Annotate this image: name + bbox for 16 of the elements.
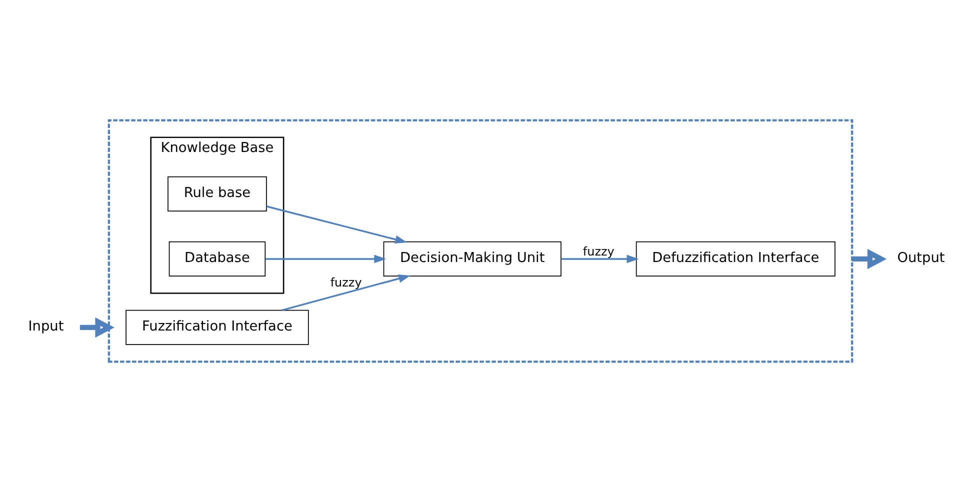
arrow <box>852 248 887 269</box>
arrow <box>266 205 408 244</box>
node-box: Decision-Making Unit <box>383 240 562 276</box>
cluster <box>108 118 854 362</box>
edge-label: fuzzy <box>330 275 362 290</box>
node-box: Fuzzification Interface <box>126 309 309 345</box>
arrow <box>265 254 386 263</box>
node-box: Database <box>168 240 266 276</box>
node-box: Defuzzification Interface <box>636 240 836 276</box>
arrow <box>561 254 639 263</box>
arrow <box>80 316 114 338</box>
node-text: Output <box>897 250 945 266</box>
edge-label: fuzzy <box>582 244 614 258</box>
arrow <box>281 274 411 311</box>
node-box: Rule base <box>168 176 267 211</box>
node-text: Input <box>28 318 64 334</box>
